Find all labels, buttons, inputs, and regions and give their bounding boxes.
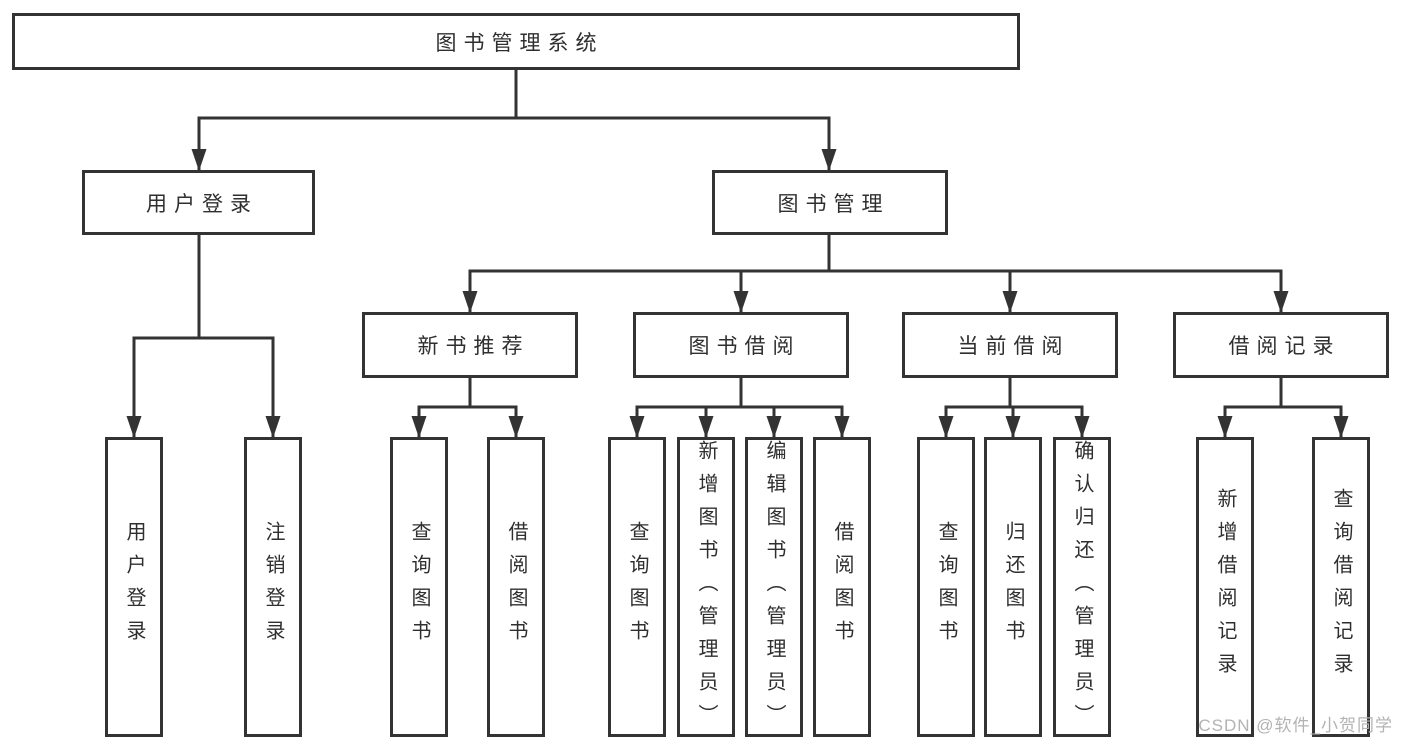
leaf-query-books-recommend: 查询图书	[390, 437, 448, 737]
leaf-return-book: 归还图书	[984, 437, 1042, 737]
node-current-borrowing: 当前借阅	[902, 312, 1118, 378]
node-new-book-recommend: 新书推荐	[362, 312, 578, 378]
leaf-confirm-return-admin: 确认归还（管理员）	[1053, 437, 1111, 737]
leaf-query-books-current: 查询图书	[917, 437, 975, 737]
leaf-query-books-borrowing: 查询图书	[608, 437, 666, 737]
node-book-borrowing: 图书借阅	[633, 312, 849, 378]
leaf-borrow-books-borrowing: 借阅图书	[813, 437, 871, 737]
leaf-logout: 注销登录	[244, 437, 302, 737]
leaf-add-book-admin: 新增图书（管理员）	[677, 437, 735, 737]
node-borrowing-records: 借阅记录	[1173, 312, 1389, 378]
leaf-add-borrow-record: 新增借阅记录	[1196, 437, 1254, 737]
watermark: CSDN @软件_小贺同学	[1198, 716, 1393, 735]
node-user-login: 用户登录	[82, 170, 315, 235]
leaf-borrow-books-recommend: 借阅图书	[487, 437, 545, 737]
leaf-user-login: 用户登录	[105, 437, 163, 737]
leaf-edit-book-admin: 编辑图书（管理员）	[745, 437, 803, 737]
leaf-query-borrow-record: 查询借阅记录	[1312, 437, 1370, 737]
node-book-management: 图书管理	[712, 170, 948, 235]
node-library-system: 图书管理系统	[12, 13, 1020, 70]
